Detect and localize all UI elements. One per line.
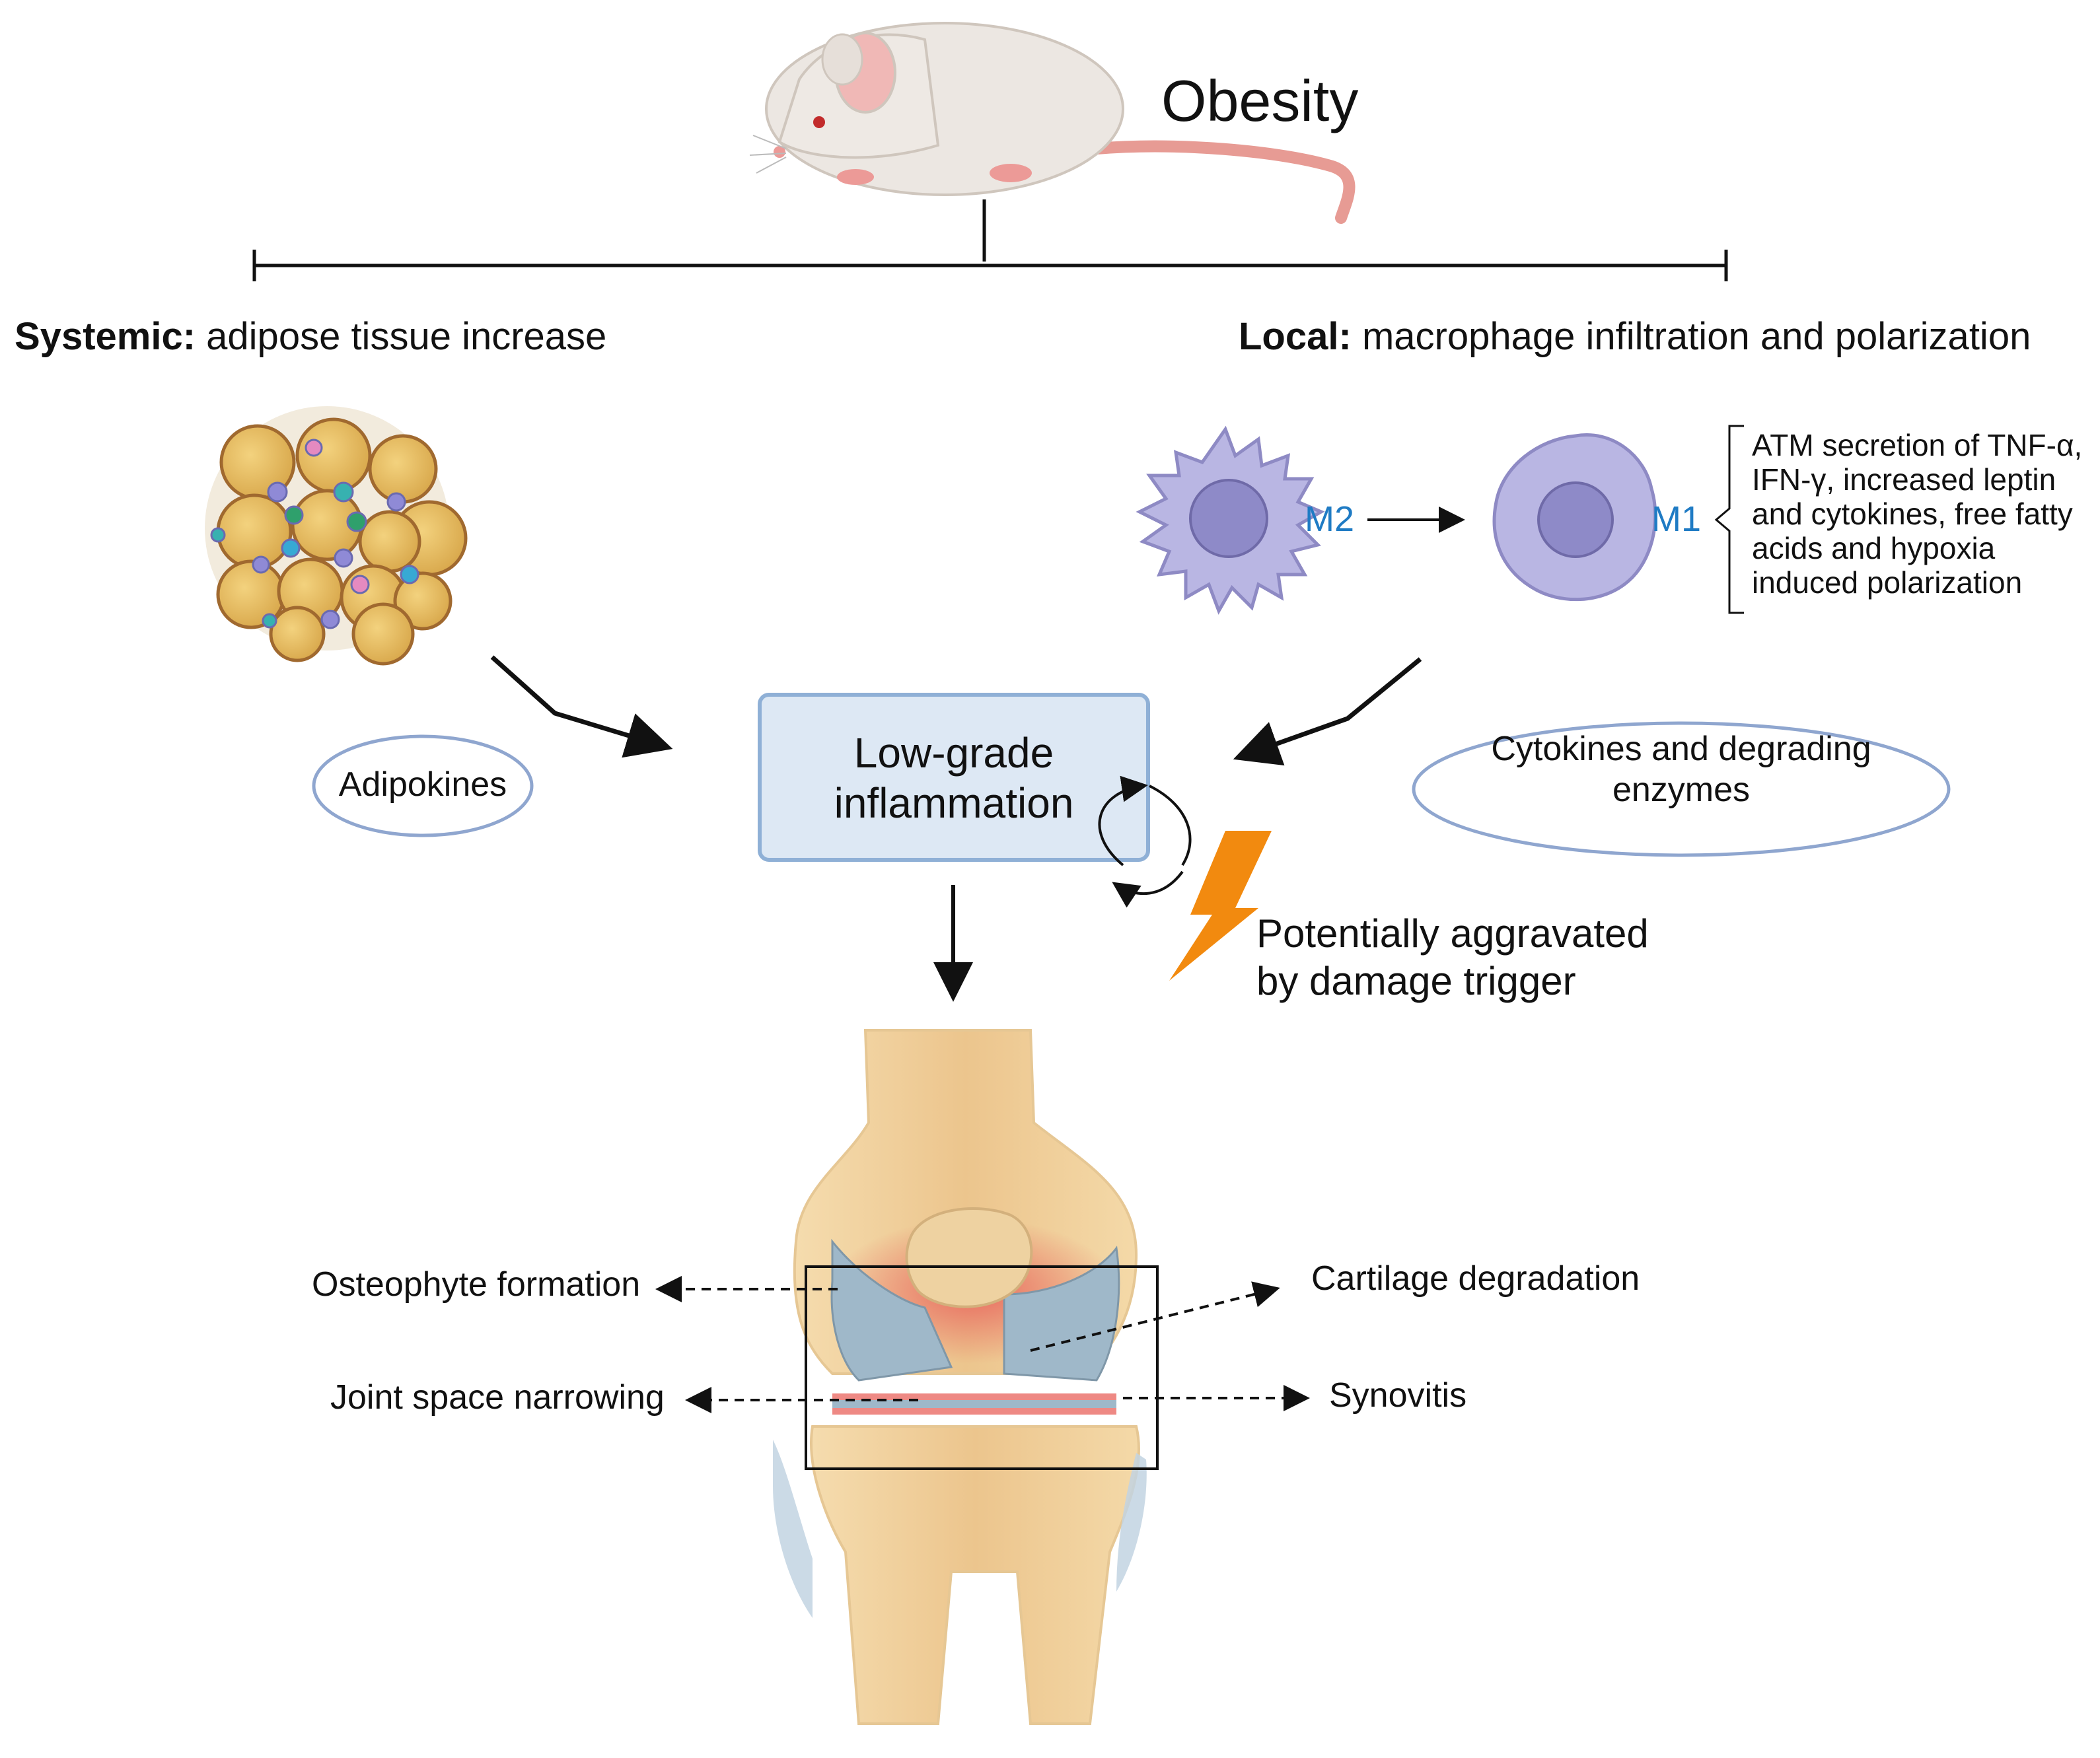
systemic-text: adipose tissue increase [206, 315, 607, 358]
inflammation-line: Low-grade [853, 729, 1054, 777]
joint-space-label: Joint space narrowing [330, 1378, 665, 1417]
note-brace [1714, 425, 1744, 614]
note-line: IFN-γ, increased leptin [1752, 462, 2056, 497]
inflammation-label: Low-grade inflammation [760, 728, 1148, 828]
branch-connector [252, 199, 1728, 281]
knee-joint-icon [773, 1029, 1159, 1725]
inflammation-line: inflammation [834, 779, 1074, 827]
knee-label-arrows [655, 1276, 1310, 1413]
adipokines-label: Adipokines [338, 765, 507, 804]
adipokines-oval [312, 734, 534, 837]
cycle-arrows-icon [1098, 775, 1192, 908]
m1-macrophage-icon [1492, 433, 1657, 602]
lightning-bolt-icon [1169, 831, 1272, 981]
cartilage-label: Cartilage degradation [1311, 1259, 1640, 1298]
trigger-label: Potentially aggravated by damage trigger [1256, 910, 1649, 1005]
note-line: ATM secretion of TNF-α, [1752, 428, 2083, 462]
local-text: macrophage infiltration and polarization [1361, 315, 2031, 358]
cytokines-label: Cytokines and degrading enzymes [1420, 728, 1942, 810]
trigger-line: by damage trigger [1256, 959, 1576, 1003]
adipose-tissue-icon [205, 406, 468, 666]
cytokine-arrow [1233, 657, 1422, 766]
note-line: acids and hypoxia [1752, 531, 1996, 565]
mouse-icon [749, 22, 1356, 224]
cytokines-oval [1412, 721, 1951, 857]
systemic-label: Systemic: adipose tissue increase [15, 316, 606, 358]
m2-label: M2 [1305, 499, 1355, 539]
trigger-line: Potentially aggravated [1256, 911, 1649, 956]
note-line: and cytokines, free fatty [1752, 497, 2073, 531]
local-heading: Local: [1239, 315, 1352, 358]
obesity-title: Obesity [1161, 68, 1359, 133]
m2-macrophage-icon [1136, 425, 1325, 615]
local-label: Local: macrophage infiltration and polar… [1239, 316, 2031, 358]
m1-label: M1 [1651, 499, 1702, 539]
cytokines-line: enzymes [1612, 771, 1751, 809]
note-line: induced polarization [1752, 565, 2023, 600]
cytokines-line: Cytokines and degrading [1491, 730, 1871, 768]
polarization-note: ATM secretion of TNF-α, IFN-γ, increased… [1752, 428, 2082, 600]
systemic-heading: Systemic: [15, 315, 196, 358]
adipokine-arrow [490, 655, 673, 758]
joint-highlight-box [805, 1265, 1159, 1470]
inflammation-box [758, 693, 1150, 862]
synovitis-label: Synovitis [1329, 1376, 1467, 1415]
osteophyte-label: Osteophyte formation [312, 1265, 641, 1304]
